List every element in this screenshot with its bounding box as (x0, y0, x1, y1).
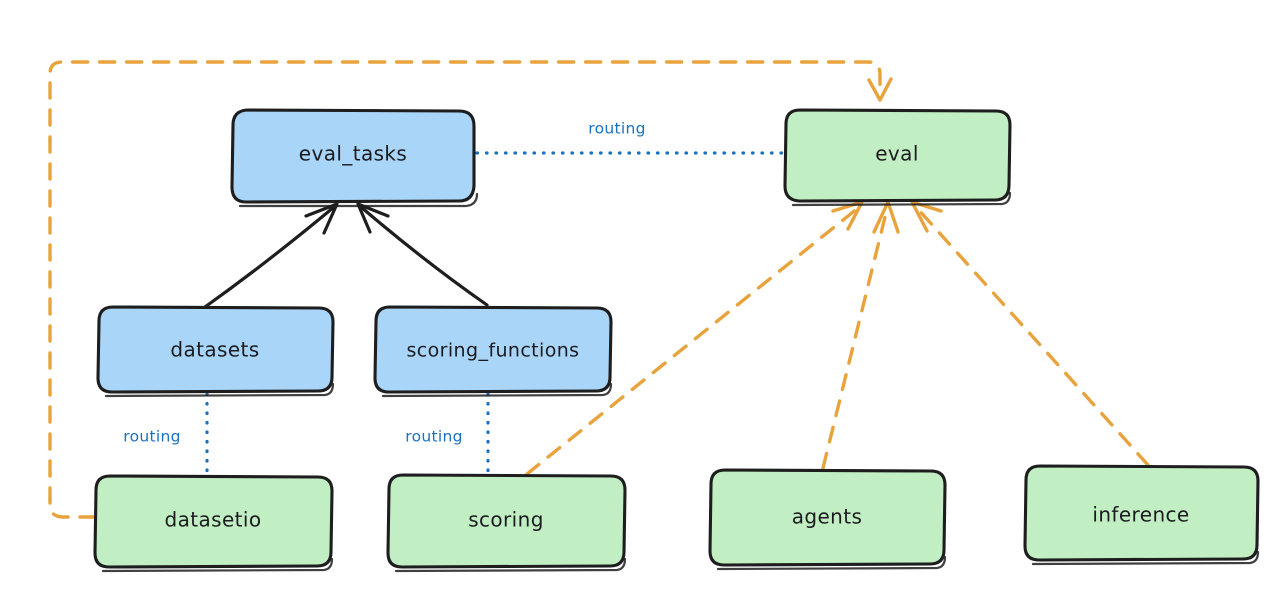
node-scoring-functions[interactable]: scoring_functions (373, 305, 613, 398)
edge-agents-eval (821, 200, 900, 470)
node-label-scoring: scoring (468, 508, 544, 532)
node-eval[interactable]: eval (783, 108, 1012, 207)
node-scoring[interactable]: scoring (386, 473, 627, 573)
node-label-eval-tasks: eval_tasks (299, 142, 407, 166)
node-label-datasets: datasets (170, 338, 259, 362)
edge-scoring-functions-eval-tasks (356, 202, 489, 307)
edge-label-routing-scoring-functions: routing (405, 428, 463, 446)
node-label-eval: eval (875, 142, 919, 166)
edge-datasetio-eval (48, 60, 893, 519)
node-agents[interactable]: agents (708, 468, 947, 571)
node-datasets[interactable]: datasets (96, 305, 335, 398)
node-inference[interactable]: inference (1023, 464, 1260, 566)
edge-datasets-eval-tasks (203, 202, 339, 309)
node-label-agents: agents (792, 505, 863, 529)
edge-label-routing-datasets: routing (123, 428, 181, 446)
edge-inference-eval (910, 200, 1150, 467)
node-label-scoring-functions: scoring_functions (407, 340, 580, 362)
node-datasetio[interactable]: datasetio (93, 474, 334, 573)
node-label-datasetio: datasetio (164, 508, 261, 532)
node-label-inference: inference (1092, 503, 1189, 527)
node-eval-tasks[interactable]: eval_tasks (230, 108, 479, 208)
edge-label-routing-eval-tasks: routing (588, 120, 646, 138)
